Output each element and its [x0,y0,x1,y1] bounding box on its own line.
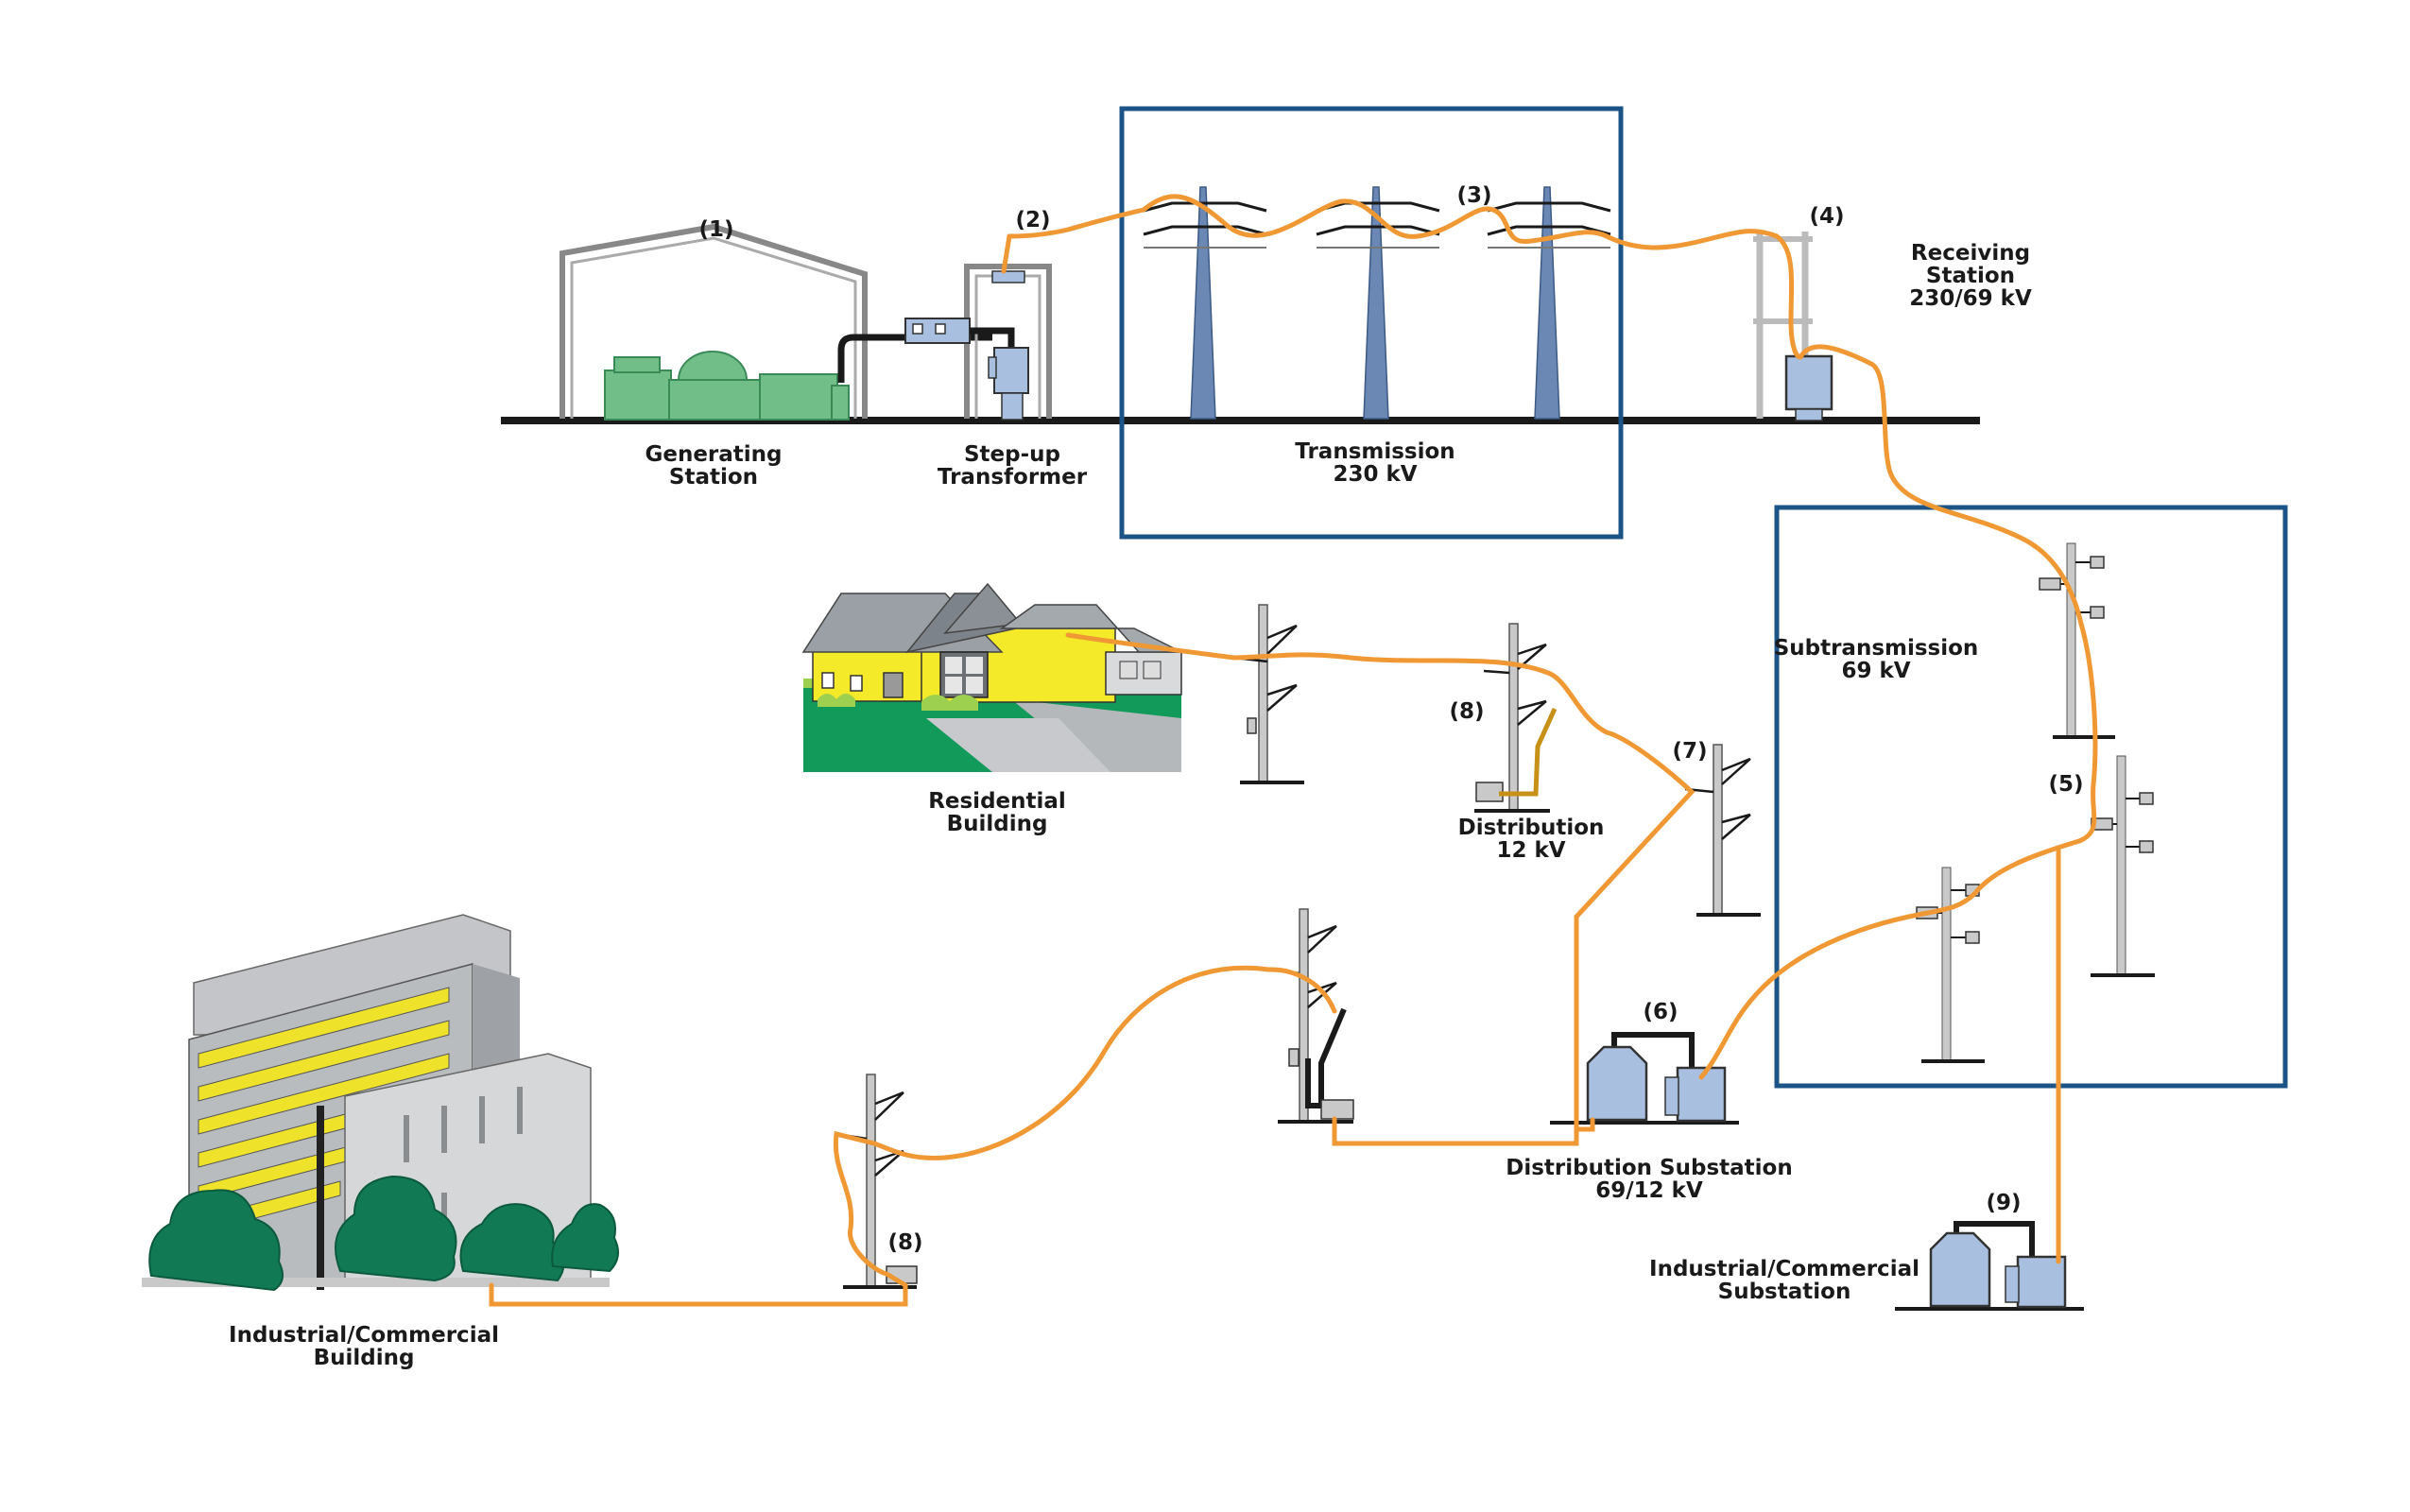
label-distribution-1: Distribution [1458,816,1605,840]
label-n6: (6) [1643,1000,1678,1024]
step-up-transformer [904,264,1052,421]
label-transmission-1: Transmission [1295,439,1455,464]
power-line-d [489,965,1579,1307]
label-distribution-substation-1: Distribution Substation [1506,1156,1792,1180]
generator-icon [604,351,850,421]
transmission-box [1119,106,1624,540]
label-industrial-substation-2: Substation [1718,1280,1851,1304]
label-transmission-2: 230 kV [1333,462,1417,487]
label-n7: (7) [1672,739,1707,764]
transmission-towers [1143,186,1611,420]
label-n4: (4) [1809,204,1844,229]
transformer-icon [2016,1255,2067,1309]
label-receiving-2: Station [1926,264,2015,288]
label-n8b: (8) [887,1230,922,1255]
tower-2 [1316,186,1440,420]
label-n3: (3) [1456,183,1491,208]
label-distribution-substation-2: 69/12 kV [1595,1178,1703,1203]
power-line [1001,194,2098,916]
pole-dist-c [1684,744,1761,917]
label-industrial-building-2: Building [314,1346,415,1370]
building-windows [198,987,450,1234]
industrial-commercial-substation [1895,1221,2084,1311]
label-receiving-3: 230/69 kV [1909,286,2032,311]
tree-icon [148,1175,619,1292]
pole-dist-b [1474,623,1558,813]
industrial-commercial-building-icon [142,914,619,1292]
transformer-icon [1784,354,1833,411]
label-n2: (2) [1015,208,1050,232]
label-industrial-building-1: Industrial/Commercial [229,1323,499,1348]
label-n5: (5) [2048,772,2083,797]
power-line-a [1698,910,1931,1080]
subtransmission-poles [1916,542,2155,1063]
label-residential-2: Building [947,812,1048,836]
diagram-labels: (1) (2) (3) (4) (5) (6) (7) (8) (8) (9) … [229,183,2084,1370]
label-n1: (1) [698,217,733,242]
power-line-c [1065,632,1696,1132]
label-subtransmission-2: 69 kV [1841,659,1910,683]
label-n8a: (8) [1449,699,1484,724]
label-n9: (9) [1986,1191,2021,1215]
label-step-up-2: Transformer [938,465,1088,490]
pole-dist-d [1267,908,1354,1124]
label-generating-station-2: Station [669,465,758,490]
label-receiving-1: Receiving [1911,241,2030,266]
receiving-station [1753,232,1833,421]
label-generating-station-1: Generating [645,442,782,467]
pole-dist-a [1233,604,1304,784]
pole-sub-2 [2091,755,2155,977]
generating-station [559,223,992,421]
label-industrial-substation-1: Industrial/Commercial [1649,1257,1919,1281]
distribution-poles [835,604,1761,1289]
label-distribution-2: 12 kV [1496,838,1565,863]
label-step-up-1: Step-up [964,442,1060,467]
residential-building-icon [801,582,1182,772]
pole-sub-1 [2039,542,2115,739]
pole-dist-e [835,1074,918,1289]
transformer-icon [993,347,1029,394]
subtransmission-box [1774,505,2288,1089]
label-subtransmission-1: Subtransmission [1774,636,1979,661]
label-residential-1: Residential [928,789,1066,814]
tower-1 [1143,186,1267,420]
